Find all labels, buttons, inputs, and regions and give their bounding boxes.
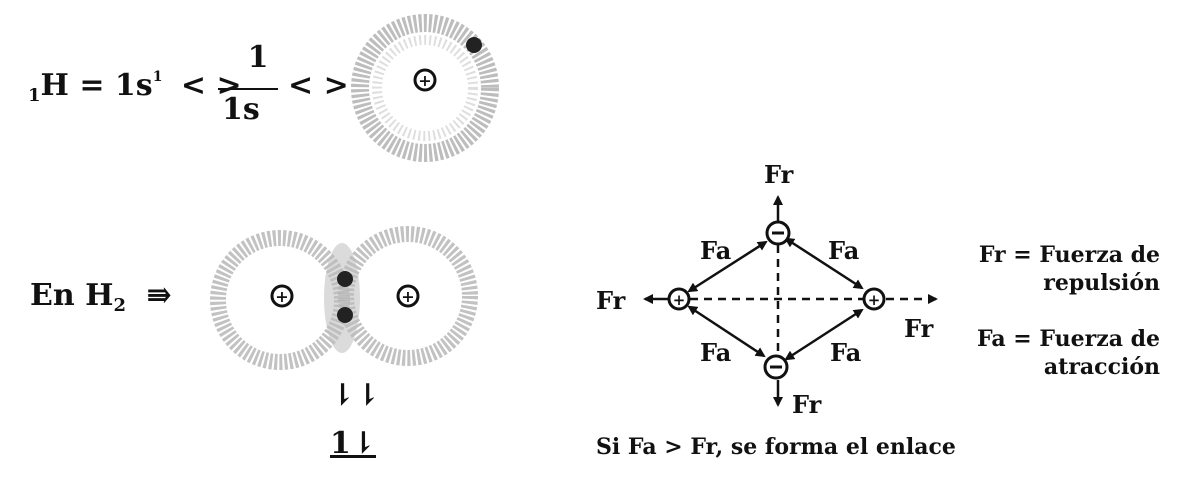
svg-text:+: +	[868, 291, 881, 309]
svg-text:+: +	[275, 287, 288, 306]
h2-molecule-cloud	[210, 226, 478, 370]
fa-lower-left-label: Fa	[700, 338, 732, 367]
h2-spins: ⇂⇂	[330, 378, 381, 413]
h2-electron-top	[337, 271, 353, 287]
forces-diagram	[643, 195, 938, 407]
fa-upper-right-label: Fa	[828, 236, 860, 265]
electron-top-node	[765, 220, 791, 246]
implies-arrow: ⇛	[146, 278, 172, 313]
orbital-arrow: 1	[247, 40, 269, 75]
svg-text:+: +	[401, 287, 414, 306]
fr-right-label: Fr	[904, 314, 934, 343]
svg-text:+: +	[418, 71, 431, 90]
fr-top-label: Fr	[764, 160, 794, 189]
legend-fa-cont: atracción	[1043, 354, 1160, 380]
hydrogen-symbol: H	[40, 68, 69, 103]
fa-lower-right-label: Fa	[830, 338, 862, 367]
legend-fa-term: Fa = Fuerza de	[976, 326, 1160, 352]
conclusion-text: Si Fa > Fr, se forma el enlace	[596, 434, 956, 460]
hydrogen-superscript: 1	[152, 69, 163, 85]
hydrogen-config-text: = 1s	[68, 68, 153, 103]
hydrogen-nucleus: +	[413, 68, 437, 92]
h2-nucleus-left: +	[270, 284, 294, 308]
legend-fr-cont: repulsión	[1043, 270, 1160, 296]
equivalence-arrows-2: < >	[288, 68, 349, 103]
h2-label-text: En H	[30, 278, 114, 313]
legend-fr-term: Fr = Fuerza de	[978, 242, 1160, 268]
proton-right-node: +	[862, 287, 886, 311]
hydrogen-electron	[466, 37, 482, 53]
fr-left-label: Fr	[596, 286, 626, 315]
fa-upper-left-label: Fa	[700, 236, 732, 265]
hydrogen-atom-cloud	[351, 14, 499, 162]
h2-subscript: 2	[113, 295, 126, 316]
h2-nucleus-right: +	[396, 284, 420, 308]
electron-bottom-node	[763, 354, 789, 380]
hydrogen-config: 1H = 1s1 < >	[28, 68, 242, 106]
h2-spin-pair: 1⇂	[330, 426, 377, 461]
orbital-label: 1s	[222, 92, 260, 127]
h2-label: En H2 ⇛	[30, 278, 172, 316]
fr-bottom-label: Fr	[792, 390, 822, 419]
proton-left-node: +	[667, 287, 691, 311]
h2-electron-bottom	[337, 307, 353, 323]
hydrogen-subscript: 1	[28, 85, 41, 106]
fraction-line	[218, 88, 278, 90]
equivalence-arrows-1: < >	[180, 68, 242, 103]
svg-text:+: +	[673, 291, 686, 309]
